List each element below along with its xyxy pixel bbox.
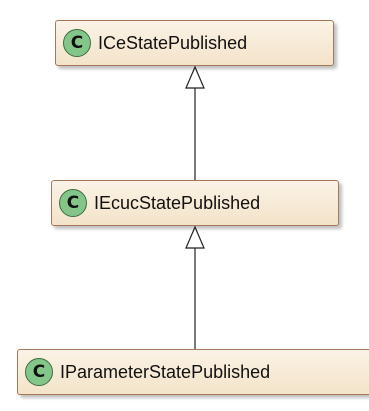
class-stereotype-icon: C xyxy=(59,189,87,217)
inheritance-arrowhead-ce xyxy=(185,65,205,89)
class-stereotype-icon: C xyxy=(63,29,91,57)
inheritance-arrowhead-ecuc xyxy=(185,225,205,249)
class-ice-state-published[interactable]: C ICeStatePublished xyxy=(55,20,334,66)
class-name: IEcucStatePublished xyxy=(94,192,261,213)
class-stereotype-icon: C xyxy=(25,358,53,386)
class-name: ICeStatePublished xyxy=(98,32,248,53)
class-iecuc-state-published[interactable]: C IEcucStatePublished xyxy=(51,180,339,226)
class-iparameter-state-published[interactable]: C IParameterStatePublished xyxy=(17,349,369,395)
class-name: IParameterStatePublished xyxy=(60,361,271,382)
